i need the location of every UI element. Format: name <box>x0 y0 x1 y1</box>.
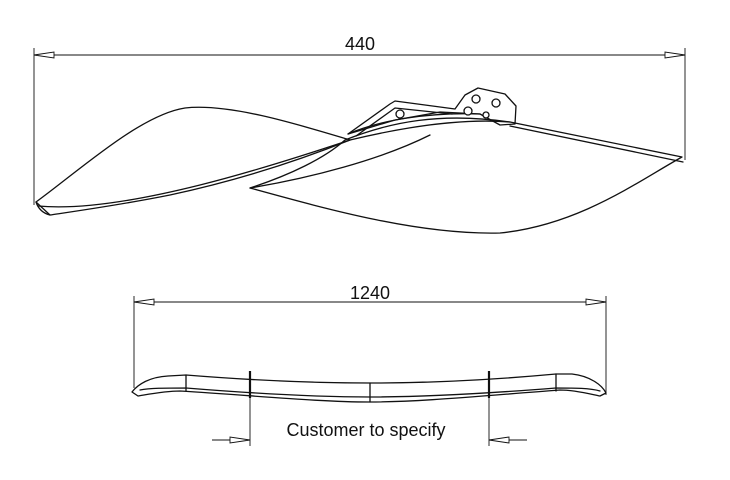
bracket-bolt-hole <box>491 98 501 108</box>
dimension-arrow-right <box>664 51 686 59</box>
bracket-bolt-hole <box>482 111 490 119</box>
mounting-bracket <box>347 87 517 135</box>
front-wing-inner-edge <box>37 139 351 208</box>
dimension-label-span: 1240 <box>350 283 390 303</box>
custom-span-arrow-right <box>488 436 510 444</box>
bracket-inner-edge <box>355 107 453 137</box>
rear-wing-right-blade <box>249 117 683 234</box>
bracket-bolt-hole <box>471 94 481 104</box>
dimension-arrow-left <box>133 298 155 306</box>
front-wing-left-blade <box>35 106 351 216</box>
top-view: 440 <box>33 34 686 234</box>
dimension-label-width: 440 <box>345 34 375 54</box>
rear-wing-trailing-edge <box>509 125 684 163</box>
bracket-bolt-hole <box>395 109 405 119</box>
bracket-bolt-hole <box>463 106 473 116</box>
front-view: 1240 Customer to specify <box>131 283 607 446</box>
custom-span-arrow-left <box>229 436 251 444</box>
front-wing-tip-edge <box>35 201 51 216</box>
dimension-arrow-right <box>585 298 607 306</box>
rear-wing-fold-line <box>249 134 431 189</box>
wing-front-profile <box>131 373 607 403</box>
dimension-arrow-left <box>33 51 55 59</box>
custom-span-label: Customer to specify <box>286 420 445 440</box>
